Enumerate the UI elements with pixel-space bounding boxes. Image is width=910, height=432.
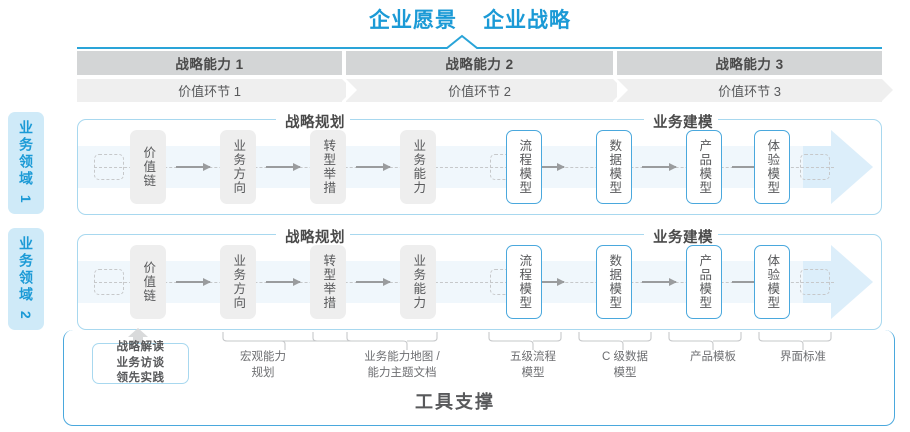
capability-bar-1[interactable]: 战略能力 1	[77, 51, 342, 75]
arrow-2-2	[266, 277, 301, 286]
node-process-model-2[interactable]: 流程模型	[506, 245, 542, 319]
value-chain-2[interactable]: 价值环节 2	[346, 79, 624, 102]
arrow-1-4	[530, 162, 565, 171]
value-chain-3-label: 价值环节 3	[718, 84, 781, 99]
node-product-model-2-label: 产品模型	[697, 254, 712, 310]
node-business-capability-1[interactable]: 业务能力	[400, 130, 436, 204]
title-enterprise-vision: 企业愿景	[369, 9, 457, 32]
value-chain-1-label: 价值环节 1	[178, 84, 241, 99]
group-rule-left-2	[88, 234, 268, 235]
group-label-modeling-2: 业务建模	[644, 226, 722, 247]
group-rule-left-1	[88, 119, 268, 120]
capability-bar-1-label: 战略能力 1	[175, 57, 244, 72]
tool-label-capability-map: 业务能力地图 / 能力主题文档	[364, 351, 440, 379]
arrow-2-3	[356, 277, 391, 286]
tool-label-five-level-process: 五级流程 模型	[510, 351, 556, 379]
arrow-2-4	[530, 277, 565, 286]
group-label-strategy-1: 战略规划	[276, 111, 354, 132]
node-experience-model-1-label: 体验模型	[765, 139, 780, 195]
domain-row-1: 战略规划 业务建模 价值链 业务方向 转型举措 业务能力 流程模型	[77, 111, 882, 215]
node-value-chain-2-label: 价值链	[141, 261, 156, 303]
arrow-1-5	[642, 162, 677, 171]
node-product-model-2[interactable]: 产品模型	[686, 245, 722, 319]
domain-tab-2[interactable]: 业务领域 2	[8, 228, 44, 330]
node-business-direction-2[interactable]: 业务方向	[220, 245, 256, 319]
capability-bar-2-label: 战略能力 2	[445, 57, 514, 72]
group-label-modeling-1: 业务建模	[644, 111, 722, 132]
domain-row-2: 战略规划 业务建模 价值链 业务方向 转型举措 业务能力 流程模型	[77, 226, 882, 330]
node-experience-model-1[interactable]: 体验模型	[754, 130, 790, 204]
group-rule-mid-2b	[510, 234, 640, 235]
dashed-guide-1	[94, 167, 834, 168]
capability-bar-3[interactable]: 战略能力 3	[617, 51, 882, 75]
node-value-chain-1[interactable]: 价值链	[130, 130, 166, 204]
arrow-1-3	[356, 162, 391, 171]
node-transformation-1-label: 转型举措	[321, 139, 336, 195]
node-transformation-2[interactable]: 转型举措	[310, 245, 346, 319]
node-business-direction-1-label: 业务方向	[231, 139, 246, 195]
tool-support-frame	[63, 330, 895, 426]
arrow-1-1	[176, 162, 211, 171]
footer-title-tool-support: 工具支撑	[415, 392, 495, 412]
node-process-model-2-label: 流程模型	[517, 254, 532, 310]
tool-highlight-box[interactable]: 战略解读 业务访谈 领先实践	[92, 341, 189, 385]
node-business-capability-1-label: 业务能力	[411, 139, 426, 195]
value-chain-1[interactable]: 价值环节 1	[77, 79, 353, 102]
group-rule-mid-1b	[510, 119, 640, 120]
capability-bar-3-label: 战略能力 3	[715, 57, 784, 72]
node-business-direction-1[interactable]: 业务方向	[220, 130, 256, 204]
dashed-pill-start-2	[94, 269, 124, 295]
node-product-model-1-label: 产品模型	[697, 139, 712, 195]
tool-label-product-template: 产品模板	[690, 351, 736, 363]
node-process-model-1[interactable]: 流程模型	[506, 130, 542, 204]
capability-bar-row: 战略能力 1 战略能力 2 战略能力 3	[77, 51, 882, 75]
arrow-2-5	[642, 277, 677, 286]
domain-tab-2-label: 业务领域 2	[18, 236, 34, 322]
domain-tab-1[interactable]: 业务领域 1	[8, 112, 44, 214]
node-transformation-2-label: 转型举措	[321, 254, 336, 310]
node-transformation-1[interactable]: 转型举措	[310, 130, 346, 204]
top-titles: 企业愿景 企业战略	[330, 4, 610, 34]
dashed-pill-end-2	[800, 269, 830, 295]
node-business-capability-2-label: 业务能力	[411, 254, 426, 310]
flow-band-arrow-head-1	[831, 130, 873, 204]
node-product-model-1[interactable]: 产品模型	[686, 130, 722, 204]
value-chain-row: 价值环节 1 价值环节 2 价值环节 3	[77, 79, 893, 102]
node-data-model-1[interactable]: 数据模型	[596, 130, 632, 204]
upward-arrow-icon	[128, 328, 148, 346]
arrow-1-2	[266, 162, 301, 171]
node-data-model-2-label: 数据模型	[607, 254, 622, 310]
node-value-chain-2[interactable]: 价值链	[130, 245, 166, 319]
node-business-capability-2[interactable]: 业务能力	[400, 245, 436, 319]
group-rule-mid-1a	[350, 119, 510, 120]
group-rule-right-1	[718, 119, 873, 120]
node-business-direction-2-label: 业务方向	[231, 254, 246, 310]
node-value-chain-1-label: 价值链	[141, 146, 156, 188]
node-experience-model-2-label: 体验模型	[765, 254, 780, 310]
tool-highlight-box-label: 战略解读 业务访谈 领先实践	[116, 341, 165, 385]
tool-label-macro-capability: 宏观能力 规划	[240, 351, 286, 379]
node-data-model-1-label: 数据模型	[607, 139, 622, 195]
group-label-strategy-2: 战略规划	[276, 226, 354, 247]
group-rule-right-2	[718, 234, 873, 235]
domain-tab-1-label: 业务领域 1	[18, 120, 34, 206]
title-enterprise-strategy: 企业战略	[483, 9, 571, 32]
arrow-2-1	[176, 277, 211, 286]
vision-connector-line	[77, 34, 882, 49]
value-chain-3[interactable]: 价值环节 3	[617, 79, 893, 102]
tool-label-c-level-data: C 级数据 模型	[602, 351, 648, 379]
tool-brackets	[222, 332, 832, 350]
node-process-model-1-label: 流程模型	[517, 139, 532, 195]
capability-bar-2[interactable]: 战略能力 2	[346, 51, 613, 75]
value-chain-2-label: 价值环节 2	[448, 84, 511, 99]
node-data-model-2[interactable]: 数据模型	[596, 245, 632, 319]
dashed-pill-start-1	[94, 154, 124, 180]
dashed-guide-2	[94, 282, 834, 283]
group-rule-mid-2a	[350, 234, 510, 235]
tool-label-ui-standard: 界面标准	[780, 351, 826, 363]
flow-band-arrow-head-2	[831, 245, 873, 319]
dashed-pill-end-1	[800, 154, 830, 180]
node-experience-model-2[interactable]: 体验模型	[754, 245, 790, 319]
